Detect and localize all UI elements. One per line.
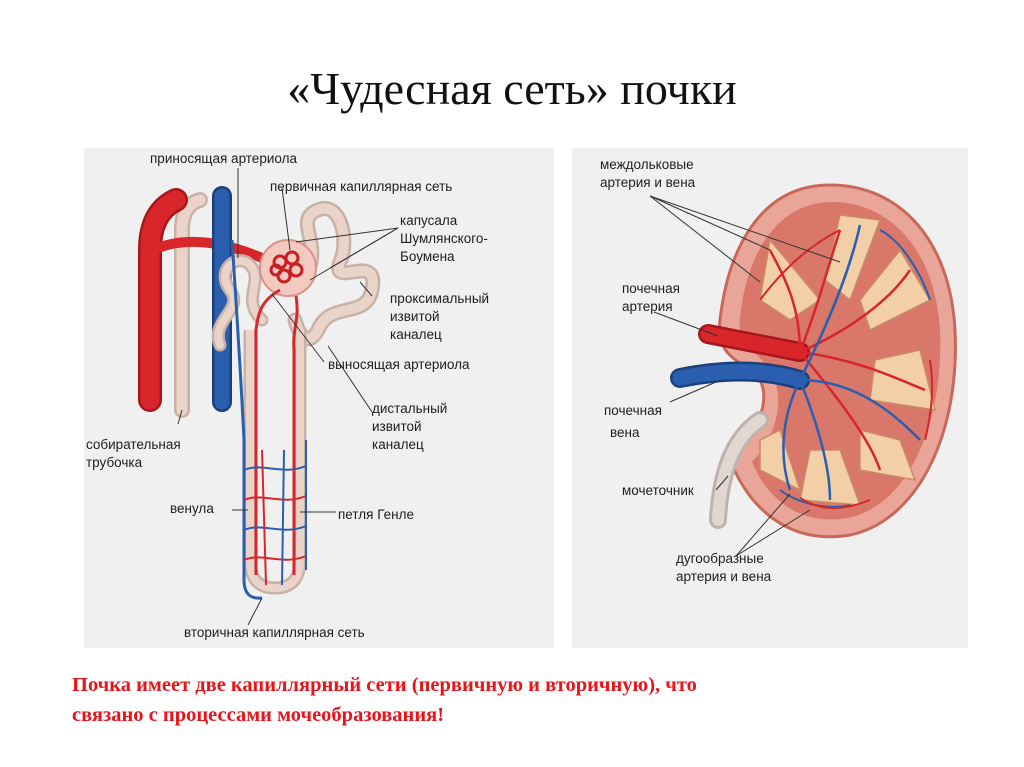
label-afferent-arteriole: приносящая артериола xyxy=(150,150,297,168)
label-renal-vein-2: вена xyxy=(610,424,640,442)
label-primary-capillary-net: первичная капиллярная сеть xyxy=(270,178,452,196)
label-secondary-capillary-net: вторичная капиллярная сеть xyxy=(184,624,365,642)
label-renal-artery: почечная артерия xyxy=(622,280,680,316)
label-henle-loop: петля Генле xyxy=(338,506,414,524)
label-efferent-arteriole: выносящая артериола xyxy=(328,356,469,374)
caption-line-2: связано с процессами мочеобразования! xyxy=(72,700,972,730)
label-collecting-duct: собирательная трубочка xyxy=(86,436,181,472)
caption-line-1: Почка имеет две капиллярный сети (первич… xyxy=(72,670,972,700)
label-ureter: мочеточник xyxy=(622,482,694,500)
label-bowman-capsule: капусала Шумлянского- Боумена xyxy=(400,212,488,266)
label-arcuate: дугообразные артерия и вена xyxy=(676,550,771,586)
label-distal-tubule: дистальный извитой каналец xyxy=(372,400,447,454)
label-proximal-tubule: проксимальный извитой каналец xyxy=(390,290,489,344)
slide-caption: Почка имеет две капиллярный сети (первич… xyxy=(72,670,972,730)
label-interlobular: междольковые артерия и вена xyxy=(600,156,695,192)
label-renal-vein: почечная xyxy=(604,402,662,420)
label-venule: венула xyxy=(170,500,214,518)
